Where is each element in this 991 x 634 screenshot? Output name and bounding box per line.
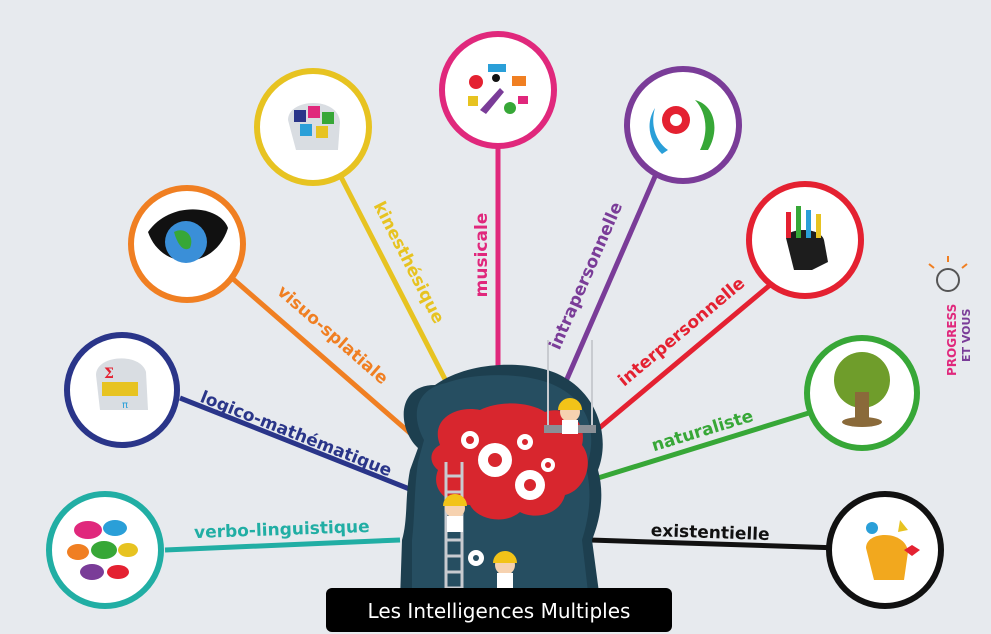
- speech-bubbles-icon: [67, 520, 138, 580]
- circle-inter: [746, 181, 864, 299]
- puzzle-head-icon: [288, 103, 340, 150]
- label-musicale: musicale: [472, 213, 492, 298]
- progress-et-vous-logo: PROGRESS ET VOUS: [928, 256, 973, 376]
- worker-icon: [443, 494, 467, 532]
- head-silhouette: [400, 340, 603, 600]
- head-arrows-icon: [786, 206, 828, 270]
- eye-globe-icon: [148, 209, 228, 263]
- circle-natur: [804, 335, 920, 451]
- line-inter: [583, 283, 772, 442]
- connector-lines: [164, 148, 841, 553]
- logo-line2: ET VOUS: [960, 309, 973, 362]
- lightbulb-head-icon: [928, 256, 968, 292]
- intelligence-circles: Σ π: [46, 31, 944, 609]
- circle-musicale: [439, 31, 557, 149]
- svg-text:Σ: Σ: [104, 366, 114, 382]
- worker-icon: [558, 398, 582, 434]
- label-inter: interpersonnelle: [615, 273, 749, 390]
- tree-head-icon: [834, 352, 890, 427]
- diagram-title: Les Intelligences Multiples: [326, 588, 672, 632]
- circle-exist: [826, 491, 944, 609]
- thinking-head-icon: [866, 520, 920, 580]
- logo-line1: PROGRESS: [945, 304, 959, 376]
- circle-kines: [254, 68, 372, 186]
- label-natur: naturaliste: [649, 406, 755, 456]
- label-logico: logico-mathématique: [197, 387, 394, 481]
- math-head-icon: Σ π: [96, 358, 148, 411]
- svg-text:π: π: [122, 400, 128, 411]
- gears-icon: [461, 431, 555, 500]
- gear-profile-icon: [649, 100, 715, 154]
- line-intra: [557, 164, 663, 396]
- line-exist: [589, 537, 841, 551]
- label-exist: existentielle: [650, 521, 770, 545]
- label-visuo: visuo-splatiale: [273, 282, 392, 389]
- line-kines: [337, 173, 451, 387]
- line-logico: [179, 395, 413, 493]
- circle-verbo: [46, 491, 164, 609]
- worker-icon: [468, 550, 517, 591]
- circle-visuo: [128, 185, 246, 303]
- line-visuo: [230, 276, 420, 442]
- circle-logico: Σ π: [64, 332, 180, 448]
- line-natur: [597, 409, 813, 481]
- line-verbo: [164, 537, 401, 553]
- label-verbo: verbo-linguistique: [194, 517, 370, 543]
- music-instruments-icon: [468, 64, 528, 114]
- circle-intra: [624, 66, 742, 184]
